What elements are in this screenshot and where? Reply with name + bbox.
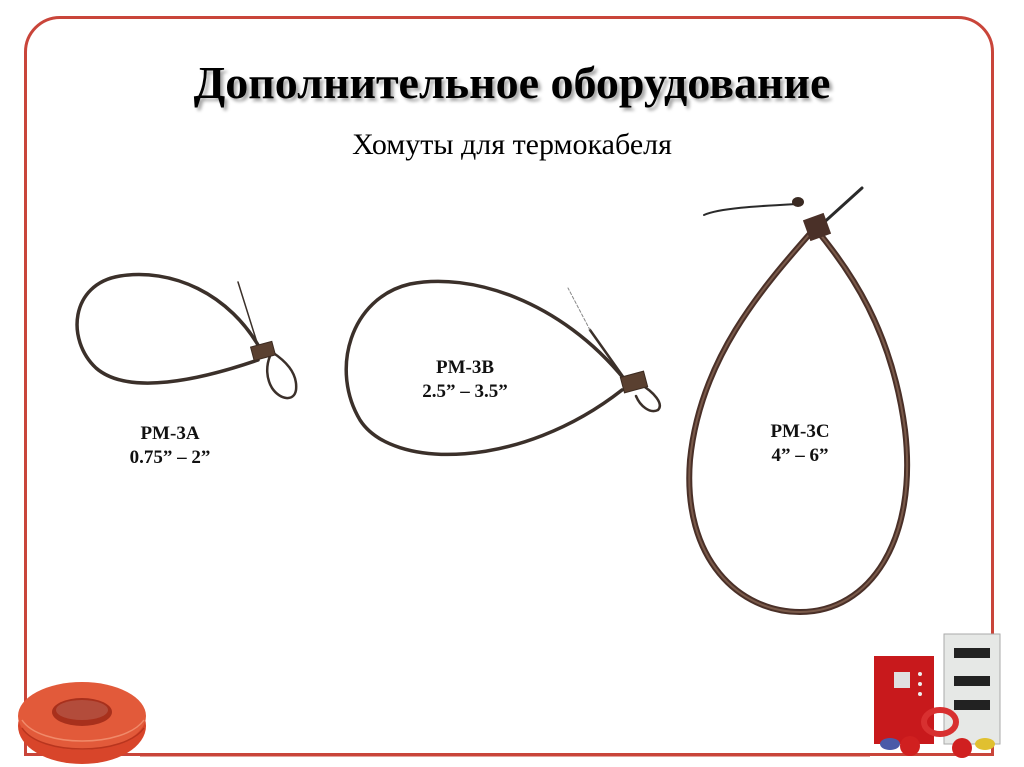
product-model: PM-3A <box>140 423 200 444</box>
product-model: PM-3C <box>770 421 830 442</box>
product-model: PM-3B <box>435 357 495 378</box>
product-range: 2.5” – 3.5” <box>422 381 508 402</box>
cable-coil-icon <box>18 682 146 764</box>
product-label-pm-3b: PM-3B 2.5” – 3.5” <box>390 356 540 404</box>
product-label-pm-3c: PM-3C 4” – 6” <box>740 420 860 468</box>
control-panel-icon <box>874 633 1001 758</box>
cable-tie-small-icon <box>75 272 298 400</box>
product-label-pm-3a: PM-3A 0.75” – 2” <box>100 422 240 470</box>
cable-tie-large-icon <box>686 186 911 616</box>
product-range: 4” – 6” <box>771 445 829 466</box>
slide-title: Дополнительное оборудование <box>193 57 831 108</box>
product-range: 0.75” – 2” <box>129 447 211 468</box>
slide-subtitle: Хомуты для термокабеля <box>352 128 672 161</box>
cable-tie-medium-icon <box>344 279 661 457</box>
